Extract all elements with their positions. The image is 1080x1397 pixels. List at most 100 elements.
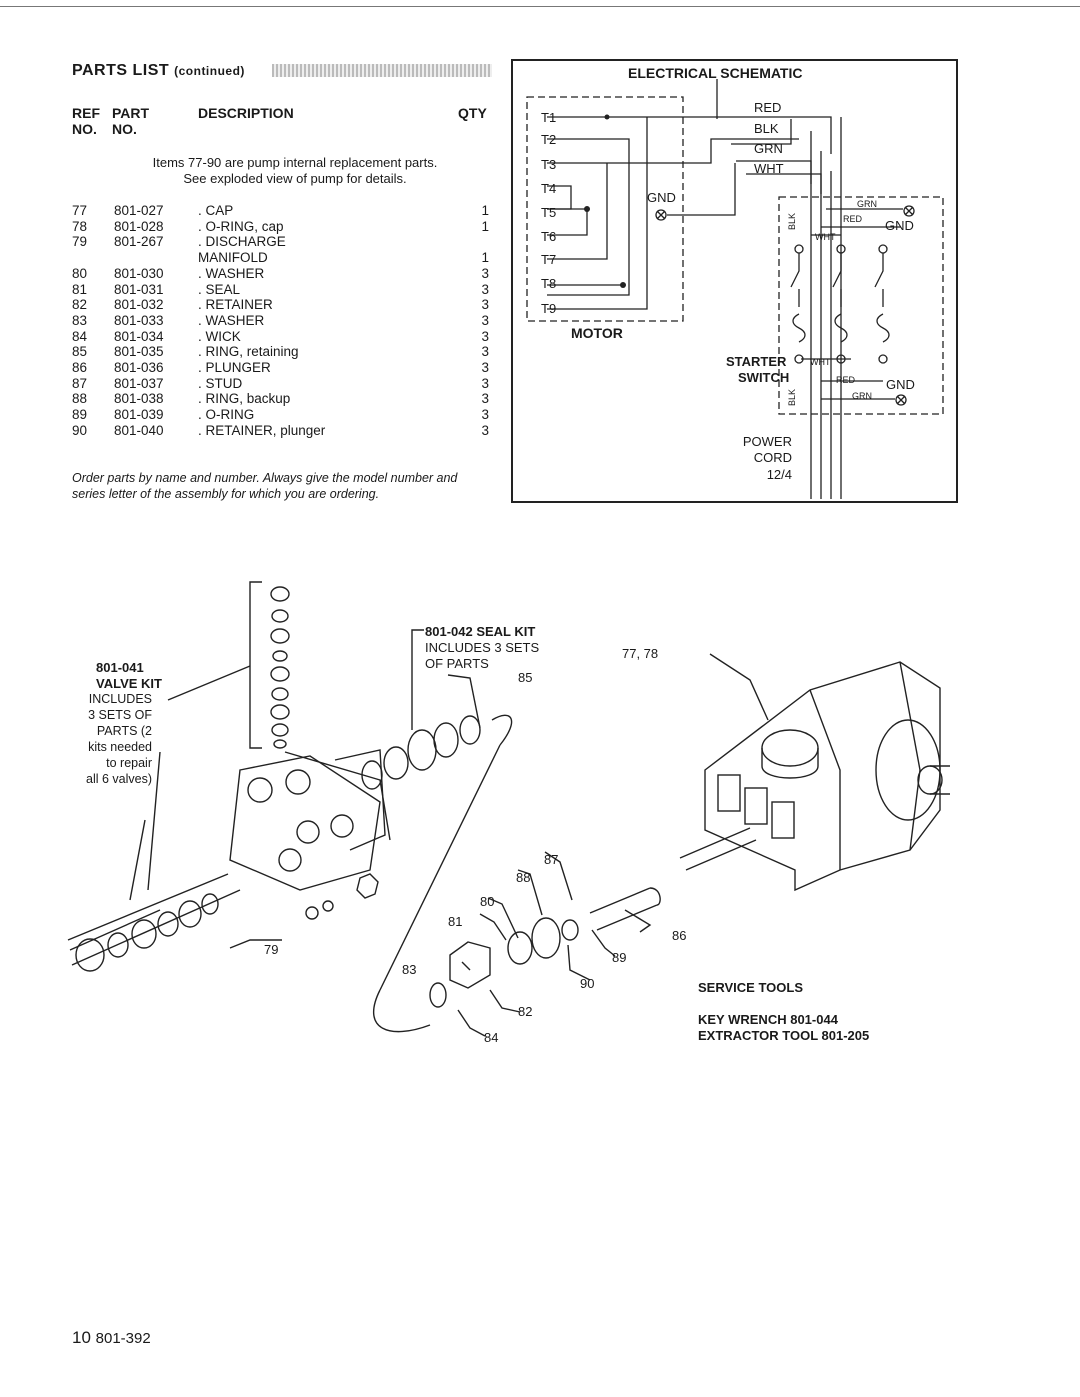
row-ref: 87	[72, 375, 88, 391]
terminal-t7: T7	[541, 252, 557, 267]
parts-note: Items 77-90 are pump internal replacemen…	[152, 155, 438, 186]
row-description: . STUD	[198, 375, 243, 391]
service-tools-title: SERVICE TOOLS	[698, 980, 803, 995]
row-part: 801-036	[114, 360, 164, 375]
row-ref: 80	[72, 265, 88, 281]
small-wht-top: WHT	[815, 232, 836, 242]
exploded-view-drawing	[67, 581, 950, 1037]
row-part: 801-028	[114, 218, 164, 234]
title-bar	[272, 64, 492, 77]
row-description: . SEAL	[198, 281, 241, 297]
small-blk-top: BLK	[787, 212, 798, 231]
row-description: . WASHER	[198, 265, 265, 281]
terminal-t3: T3	[541, 157, 557, 172]
starter-label-1: STARTER	[726, 354, 787, 369]
row-part: 801-040	[114, 422, 164, 438]
row-description: . RETAINER, plunger	[198, 422, 326, 438]
valve-kit-line4: kits needed	[88, 740, 152, 754]
row-qty: 3	[481, 312, 489, 328]
small-red-top: RED	[843, 214, 863, 224]
header-qty: QTY	[458, 105, 487, 121]
row-part: 801-035	[114, 344, 164, 360]
page-footer: 10 801-392	[72, 1328, 151, 1348]
row-description: . RETAINER	[198, 297, 273, 313]
valve-kit-name: VALVE KIT	[96, 676, 162, 691]
row-ref: 81	[72, 281, 88, 297]
valve-kit-line6: all 6 valves)	[86, 772, 152, 786]
row-description: . RING, backup	[198, 391, 291, 407]
row-description: . O-RING	[198, 407, 255, 423]
terminal-t8: T8	[541, 276, 557, 291]
row-part: 801-038	[114, 391, 164, 407]
schematic-diagram	[526, 79, 944, 499]
row-qty: 3	[481, 360, 489, 375]
power-label-3: 12/4	[766, 467, 792, 482]
power-label-1: POWER	[742, 434, 792, 449]
row-description: . RING, retaining	[198, 344, 299, 360]
doc-number: 801-392	[95, 1330, 151, 1347]
header-description: DESCRIPTION	[198, 105, 294, 121]
callout-89: 89	[612, 950, 627, 965]
starter-label-2: SWITCH	[738, 370, 790, 385]
parts-list-title: PARTS LIST (continued)	[72, 62, 245, 79]
row-qty: 3	[481, 328, 489, 344]
row-qty: 3	[481, 407, 489, 423]
row-ref: 83	[72, 312, 88, 328]
row-qty: 3	[481, 375, 489, 391]
wire-label-grn: GRN	[754, 141, 783, 156]
row-ref: 84	[72, 328, 88, 344]
row-description: . WASHER	[198, 312, 265, 328]
table-row: 78 801-028 . O-RING, cap 1	[72, 219, 492, 235]
callout-88: 88	[516, 870, 531, 885]
seal-kit-line1: INCLUDES 3 SETS	[425, 640, 540, 655]
row-part: 801-031	[114, 281, 164, 297]
top-rule	[0, 6, 1080, 7]
service-tool-extractor: EXTRACTOR TOOL 801-205	[698, 1028, 870, 1043]
gnd-label: GND	[647, 190, 676, 205]
callout-80: 80	[480, 894, 495, 909]
row-ref: 78	[72, 218, 88, 234]
table-row: 90 801-040 . RETAINER, plunger 3	[72, 423, 492, 439]
callout-79: 79	[264, 942, 279, 957]
small-red-bottom: RED	[836, 375, 856, 385]
row-ref: 90	[72, 422, 88, 438]
row-description: . WICK	[198, 328, 241, 344]
row-ref: 79	[72, 234, 88, 250]
valve-kit-line3: PARTS (2	[96, 724, 152, 738]
row-description: . DISCHARGE	[198, 234, 286, 250]
row-qty: 1	[481, 250, 489, 266]
valve-kit-line1: INCLUDES	[88, 692, 152, 706]
row-part: 801-032	[114, 297, 164, 313]
small-grn-top: GRN	[857, 199, 877, 209]
valve-kit-line5: to repair	[106, 756, 152, 770]
table-row: MANIFOLD 1	[72, 250, 492, 266]
row-qty: 3	[481, 391, 489, 407]
small-blk-bottom: BLK	[787, 388, 798, 407]
wire-label-wht: WHT	[754, 161, 784, 176]
row-description: MANIFOLD	[198, 250, 268, 266]
row-qty: 1	[481, 218, 489, 234]
wire-label-red: RED	[754, 100, 782, 115]
gnd-bottom-label: GND	[886, 377, 915, 392]
valve-kit-number: 801-041	[96, 660, 144, 675]
callout-82: 82	[518, 1004, 533, 1019]
motor-label: MOTOR	[571, 325, 623, 341]
table-row: 84 801-034 . WICK 3	[72, 329, 492, 345]
page-number: 10	[72, 1328, 91, 1347]
row-part: 801-034	[114, 328, 164, 344]
row-qty: 3	[481, 281, 489, 297]
service-tool-key-wrench: KEY WRENCH 801-044	[698, 1012, 838, 1027]
row-description: . O-RING, cap	[198, 218, 284, 234]
row-qty: 3	[481, 422, 489, 438]
terminal-t2: T2	[541, 132, 557, 147]
callout-87: 87	[544, 852, 559, 867]
row-ref: 85	[72, 344, 88, 360]
schematic-title: ELECTRICAL SCHEMATIC	[628, 65, 803, 81]
row-part: 801-037	[114, 375, 164, 391]
